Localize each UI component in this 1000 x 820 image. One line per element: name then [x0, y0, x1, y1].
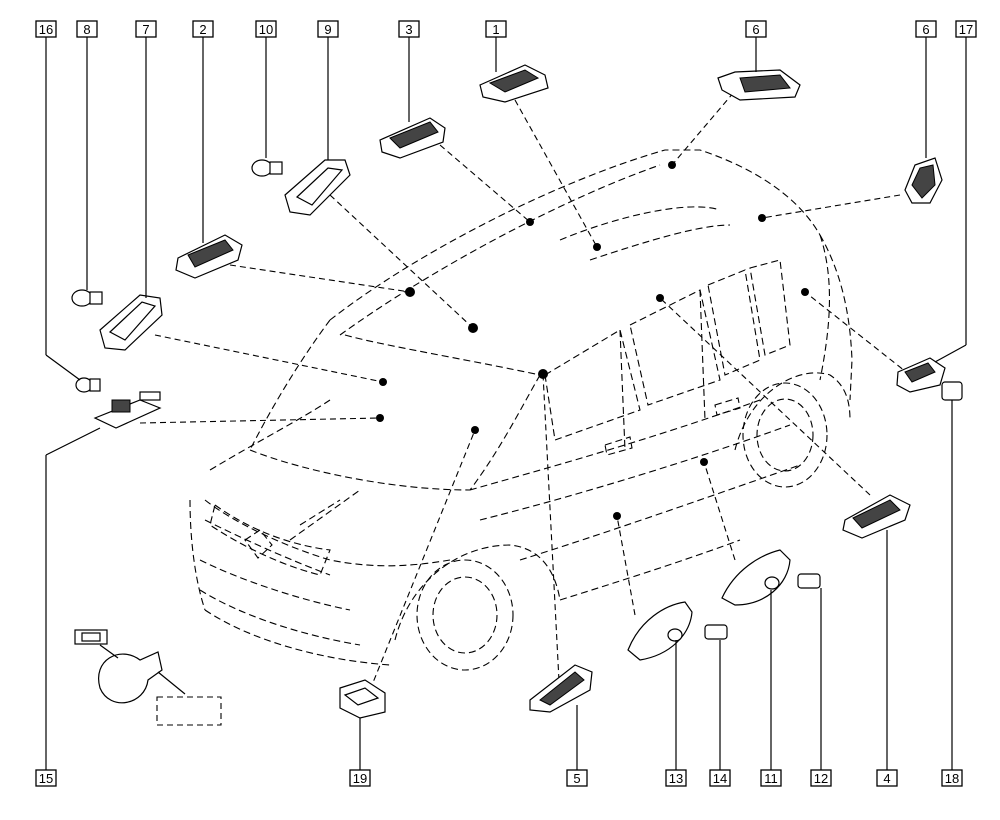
part-4-lamp-unit: [842, 494, 911, 539]
callout-19: 19: [349, 769, 371, 787]
callout-3: 3: [398, 20, 420, 38]
callout-5-label: 5: [573, 771, 580, 786]
callout-11-label: 11: [764, 771, 778, 786]
callout-14-label: 14: [713, 771, 727, 786]
callout-7: 7: [135, 20, 157, 38]
assignment-lines: [139, 84, 911, 701]
callout-6-top-label: 6: [752, 22, 759, 37]
part-19-lamp-unit: [339, 679, 386, 719]
part-2-lamp-unit: [175, 234, 243, 279]
callout-17-label: 17: [959, 22, 973, 37]
part-14-bulb: [704, 624, 728, 640]
callout-10: 10: [255, 20, 277, 38]
callout-1-label: 1: [492, 22, 499, 37]
callout-18-label: 18: [945, 771, 959, 786]
callout-13: 13: [665, 769, 687, 787]
part-5-lamp-unit: [529, 664, 593, 713]
part-15-lower-bulb: [74, 629, 222, 726]
callout-14: 14: [709, 769, 731, 787]
callout-7-label: 7: [142, 22, 149, 37]
part-10-bulb: [251, 159, 283, 177]
part-17-lamp-holder: [896, 357, 946, 393]
callout-2: 2: [192, 20, 214, 38]
part-6-roof-console: [717, 69, 801, 101]
callout-9: 9: [317, 20, 339, 38]
part-15-connector: [93, 391, 162, 429]
part-8-bulb: [71, 289, 103, 307]
callout-9-label: 9: [324, 22, 331, 37]
callout-6-right-label: 6: [922, 22, 929, 37]
part-11-side-lens: [721, 549, 791, 606]
part-16-bulb: [75, 377, 101, 393]
part-18-bulb: [941, 381, 963, 401]
callout-15: 15: [35, 769, 57, 787]
callout-4: 4: [876, 769, 898, 787]
callout-15-label: 15: [39, 771, 53, 786]
callout-6-top: 6: [745, 20, 767, 38]
callout-12: 12: [810, 769, 832, 787]
callout-18: 18: [941, 769, 963, 787]
callout-16: 16: [35, 20, 57, 38]
part-1-dome-light: [479, 64, 549, 103]
callout-2-label: 2: [199, 22, 206, 37]
leader-lines: [45, 37, 967, 770]
callout-13-label: 13: [669, 771, 683, 786]
callout-17: 17: [955, 20, 977, 38]
callout-16-label: 16: [39, 22, 53, 37]
callout-4-label: 4: [883, 771, 890, 786]
callout-5: 5: [566, 769, 588, 787]
mount-points: [376, 161, 809, 520]
part-3-lamp-unit: [379, 117, 446, 159]
callout-6-right: 6: [915, 20, 937, 38]
callout-12-label: 12: [814, 771, 828, 786]
part-7-lamp-lens: [99, 294, 163, 351]
callout-10-label: 10: [259, 22, 273, 37]
part-6-reading-light: [904, 157, 943, 204]
callout-1: 1: [485, 20, 507, 38]
callout-8-label: 8: [83, 22, 90, 37]
vehicle-outline: [189, 149, 853, 671]
callout-3-label: 3: [405, 22, 412, 37]
part-13-side-lens: [627, 601, 693, 661]
callout-8: 8: [76, 20, 98, 38]
part-12-bulb: [797, 573, 821, 589]
callout-19-label: 19: [353, 771, 367, 786]
part-9-lamp-lens: [284, 159, 351, 216]
callout-11: 11: [760, 769, 782, 787]
